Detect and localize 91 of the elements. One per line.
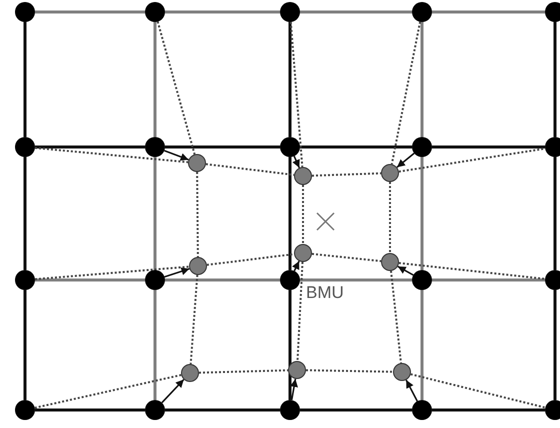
node-dot [545, 2, 560, 22]
node-dot [280, 270, 300, 290]
node-dot [412, 400, 432, 420]
arrow [406, 380, 418, 402]
moved-node-dot [294, 244, 312, 262]
dotted-line [34, 146, 188, 164]
grid-line [554, 22, 556, 137]
grid-line [554, 290, 556, 400]
dotted-line [156, 21, 196, 155]
moved-node-dot [381, 164, 399, 182]
dotted-line [306, 369, 394, 373]
dotted-line [312, 172, 382, 177]
dotted-line [190, 274, 198, 364]
grid-line [432, 278, 545, 282]
dotted-line [312, 252, 382, 262]
moved-node-dot [393, 363, 411, 381]
grid-line [432, 10, 545, 14]
node-dot [145, 270, 165, 290]
grid-line [300, 146, 412, 148]
node-dot [145, 137, 165, 157]
dotted-line [34, 266, 190, 280]
node-dot [412, 2, 432, 22]
dotted-line [302, 185, 304, 244]
dotted-line [398, 148, 546, 173]
grid-line [24, 22, 26, 137]
dotted-line [390, 270, 402, 364]
node-dot [412, 270, 432, 290]
dotted-line [389, 182, 391, 253]
moved-node-dot [189, 257, 207, 275]
node-dot [145, 2, 165, 22]
grid-line [300, 278, 412, 282]
arrow [397, 266, 414, 276]
grid-line [165, 278, 280, 282]
grid-line [154, 157, 156, 270]
node-dot [545, 270, 560, 290]
grid-line [420, 157, 424, 270]
node-dot [280, 2, 300, 22]
grid-line [288, 157, 292, 270]
node-dot [280, 137, 300, 157]
grid-line [35, 278, 145, 282]
moved-node-dot [294, 167, 312, 185]
arrow [396, 152, 415, 168]
node-dot [15, 2, 35, 22]
moved-node-dot [381, 253, 399, 271]
grid-line [165, 408, 280, 412]
moved-node-dot [288, 361, 306, 379]
dotted-line [198, 369, 288, 374]
node-label: BMU [306, 283, 344, 303]
dotted-line [206, 163, 294, 176]
moved-node-dot [188, 154, 206, 172]
dotted-line [296, 262, 304, 362]
grid-line [35, 408, 145, 412]
node-dot [545, 137, 560, 157]
grid-line [300, 408, 412, 412]
dotted-line [390, 22, 422, 164]
grid-line [35, 146, 145, 148]
arrow [292, 260, 300, 272]
dotted-line [410, 373, 546, 409]
grid-line [554, 157, 556, 270]
grid-line [24, 157, 26, 270]
arrow [164, 150, 189, 161]
grid-line [300, 10, 412, 14]
arrow [164, 267, 190, 278]
grid-line [432, 146, 545, 148]
node-dot [15, 400, 35, 420]
grid-line [24, 290, 26, 400]
grid-line [165, 10, 280, 14]
grid-line [420, 22, 424, 137]
grid-line [154, 290, 156, 400]
grid-line [288, 22, 292, 137]
node-dot [145, 400, 165, 420]
node-dot [15, 137, 35, 157]
arrow [292, 156, 300, 168]
node-dot [280, 400, 300, 420]
arrow [290, 378, 298, 400]
dotted-line [196, 172, 199, 258]
node-dot [15, 270, 35, 290]
dotted-line [34, 374, 182, 409]
node-dot [412, 137, 432, 157]
dotted-line [398, 262, 546, 280]
moved-node-dot [181, 364, 199, 382]
grid-line [420, 290, 424, 400]
dotted-line [290, 22, 304, 168]
grid-line [288, 290, 292, 400]
grid-line [432, 408, 545, 412]
grid-line [154, 22, 156, 137]
grid-line [165, 146, 280, 148]
grid-line [35, 10, 145, 14]
dotted-line [206, 253, 294, 266]
node-dot [545, 400, 560, 420]
arrow [161, 378, 184, 404]
